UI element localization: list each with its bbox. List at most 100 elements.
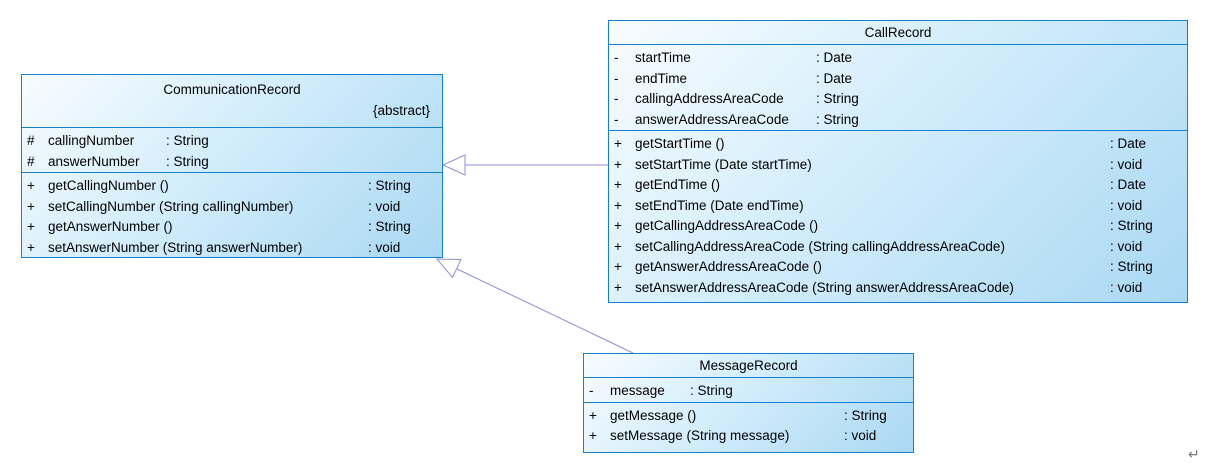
attribute-type: : String bbox=[816, 111, 859, 127]
method-signature: getAnswerAddressAreaCode () bbox=[635, 259, 822, 274]
method-row: + setAnswerAddressAreaCode (String answe… bbox=[609, 278, 1187, 299]
method-signature: setMessage (String message) bbox=[610, 428, 790, 443]
method-row: + setAnswerNumber (String answerNumber) … bbox=[22, 238, 442, 258]
method-row: + setCallingAddressAreaCode (String call… bbox=[609, 237, 1187, 258]
class-box-callrecord[interactable]: CallRecord - startTime : Date - endTime … bbox=[608, 20, 1188, 303]
method-return-type: : void bbox=[1110, 156, 1143, 172]
method-return-type: : String bbox=[1110, 259, 1153, 274]
method-signature: setAnswerAddressAreaCode (String answerA… bbox=[635, 279, 1014, 295]
attribute-name: callingAddressAreaCode bbox=[635, 91, 784, 106]
method-row: + getMessage () : String bbox=[584, 406, 913, 427]
method-return-type: : void bbox=[1110, 279, 1143, 295]
method-signature: getMessage () bbox=[610, 407, 697, 423]
visibility: + bbox=[614, 279, 622, 295]
attribute-name: startTime bbox=[635, 50, 691, 65]
attribute-name: endTime bbox=[635, 70, 688, 86]
visibility: + bbox=[589, 407, 597, 423]
method-signature: getAnswerNumber () bbox=[48, 219, 173, 234]
method-signature: getStartTime () bbox=[635, 136, 725, 151]
return-mark-icon: ↵ bbox=[1188, 446, 1200, 462]
attributes-compartment: - message : String bbox=[584, 377, 913, 402]
method-signature: setCallingAddressAreaCode (String callin… bbox=[635, 238, 1005, 254]
attribute-type: : String bbox=[166, 153, 209, 169]
generalization-callrecord-to-communicationrecord[interactable] bbox=[441, 154, 608, 176]
visibility: # bbox=[27, 133, 35, 148]
attribute-row: - endTime : Date bbox=[609, 69, 1187, 90]
attribute-row: - startTime : Date bbox=[609, 48, 1187, 69]
attribute-type: : String bbox=[816, 91, 859, 106]
visibility: + bbox=[614, 218, 622, 233]
attribute-row: # answerNumber : String bbox=[22, 152, 442, 173]
method-row: + getAnswerAddressAreaCode () : String bbox=[609, 257, 1187, 278]
method-row: + getEndTime () : Date bbox=[609, 175, 1187, 196]
method-return-type: : void bbox=[368, 239, 401, 255]
visibility: + bbox=[27, 178, 35, 193]
visibility: + bbox=[614, 259, 622, 274]
method-return-type: : void bbox=[844, 428, 877, 443]
method-return-type: : void bbox=[1110, 197, 1143, 213]
hollow-triangle-arrowhead-icon bbox=[441, 154, 466, 176]
method-row: + getAnswerNumber () : String bbox=[22, 217, 442, 238]
attribute-type: : Date bbox=[816, 70, 853, 86]
visibility: # bbox=[27, 153, 35, 169]
method-return-type: : String bbox=[1110, 218, 1153, 233]
visibility: + bbox=[27, 219, 35, 234]
method-row: + getCallingAddressAreaCode () : String bbox=[609, 216, 1187, 237]
attribute-row: - message : String bbox=[584, 381, 913, 402]
method-return-type: : String bbox=[368, 178, 411, 193]
visibility: + bbox=[614, 197, 622, 213]
attribute-name: message bbox=[610, 383, 665, 398]
visibility: + bbox=[614, 238, 622, 254]
method-signature: setEndTime (Date endTime) bbox=[635, 197, 804, 213]
class-stereotype: {abstract} bbox=[372, 103, 430, 118]
attribute-type: : Date bbox=[816, 50, 853, 65]
method-signature: setAnswerNumber (String answerNumber) bbox=[48, 239, 303, 255]
method-return-type: : void bbox=[1110, 238, 1143, 254]
methods-compartment: + getMessage () : String + setMessage (S… bbox=[584, 401, 913, 453]
visibility: - bbox=[614, 70, 619, 86]
visibility: + bbox=[27, 198, 35, 214]
attribute-row: # callingNumber : String bbox=[22, 131, 442, 152]
visibility: + bbox=[614, 156, 622, 172]
method-row: + getCallingNumber () : String bbox=[22, 176, 442, 197]
method-signature: getCallingNumber () bbox=[48, 178, 169, 193]
attribute-type: : String bbox=[166, 133, 209, 148]
visibility: - bbox=[589, 383, 594, 398]
method-signature: getEndTime () bbox=[635, 177, 721, 192]
method-return-type: : Date bbox=[1110, 177, 1147, 192]
hollow-triangle-arrowhead-icon bbox=[435, 258, 462, 279]
class-title: CommunicationRecord {abstract} bbox=[22, 75, 442, 127]
visibility: - bbox=[614, 50, 619, 65]
methods-compartment: + getCallingNumber () : String + setCall… bbox=[22, 172, 442, 257]
class-name: MessageRecord bbox=[699, 358, 798, 373]
method-return-type: : void bbox=[368, 198, 401, 214]
visibility: + bbox=[614, 177, 622, 192]
method-signature: getCallingAddressAreaCode () bbox=[635, 218, 819, 233]
method-row: + setEndTime (Date endTime) : void bbox=[609, 196, 1187, 217]
attribute-name: callingNumber bbox=[48, 133, 135, 148]
visibility: - bbox=[614, 111, 619, 127]
methods-compartment: + getStartTime () : Date + setStartTime … bbox=[609, 130, 1187, 302]
visibility: + bbox=[27, 239, 35, 255]
method-return-type: : String bbox=[844, 407, 887, 423]
class-name: CommunicationRecord bbox=[163, 82, 301, 97]
attribute-row: - callingAddressAreaCode : String bbox=[609, 89, 1187, 110]
visibility: + bbox=[614, 136, 622, 151]
method-row: + setStartTime (Date startTime) : void bbox=[609, 155, 1187, 176]
method-return-type: : String bbox=[368, 219, 411, 234]
method-signature: setStartTime (Date startTime) bbox=[635, 156, 812, 172]
generalization-messagerecord-to-communicationrecord[interactable] bbox=[435, 258, 634, 354]
method-row: + setCallingNumber (String callingNumber… bbox=[22, 197, 442, 218]
class-box-messagerecord[interactable]: MessageRecord - message : String + getMe… bbox=[583, 353, 914, 453]
class-box-communicationrecord[interactable]: CommunicationRecord {abstract} # calling… bbox=[21, 74, 443, 258]
method-row: + setMessage (String message) : void bbox=[584, 426, 913, 447]
attribute-name: answerNumber bbox=[48, 153, 140, 169]
method-return-type: : Date bbox=[1110, 136, 1147, 151]
visibility: - bbox=[614, 91, 619, 106]
attributes-compartment: - startTime : Date - endTime : Date - ca… bbox=[609, 44, 1187, 130]
class-name: CallRecord bbox=[864, 25, 932, 40]
attribute-row: - answerAddressAreaCode : String bbox=[609, 110, 1187, 131]
method-row: + getStartTime () : Date bbox=[609, 134, 1187, 155]
attribute-type: : String bbox=[690, 383, 733, 398]
